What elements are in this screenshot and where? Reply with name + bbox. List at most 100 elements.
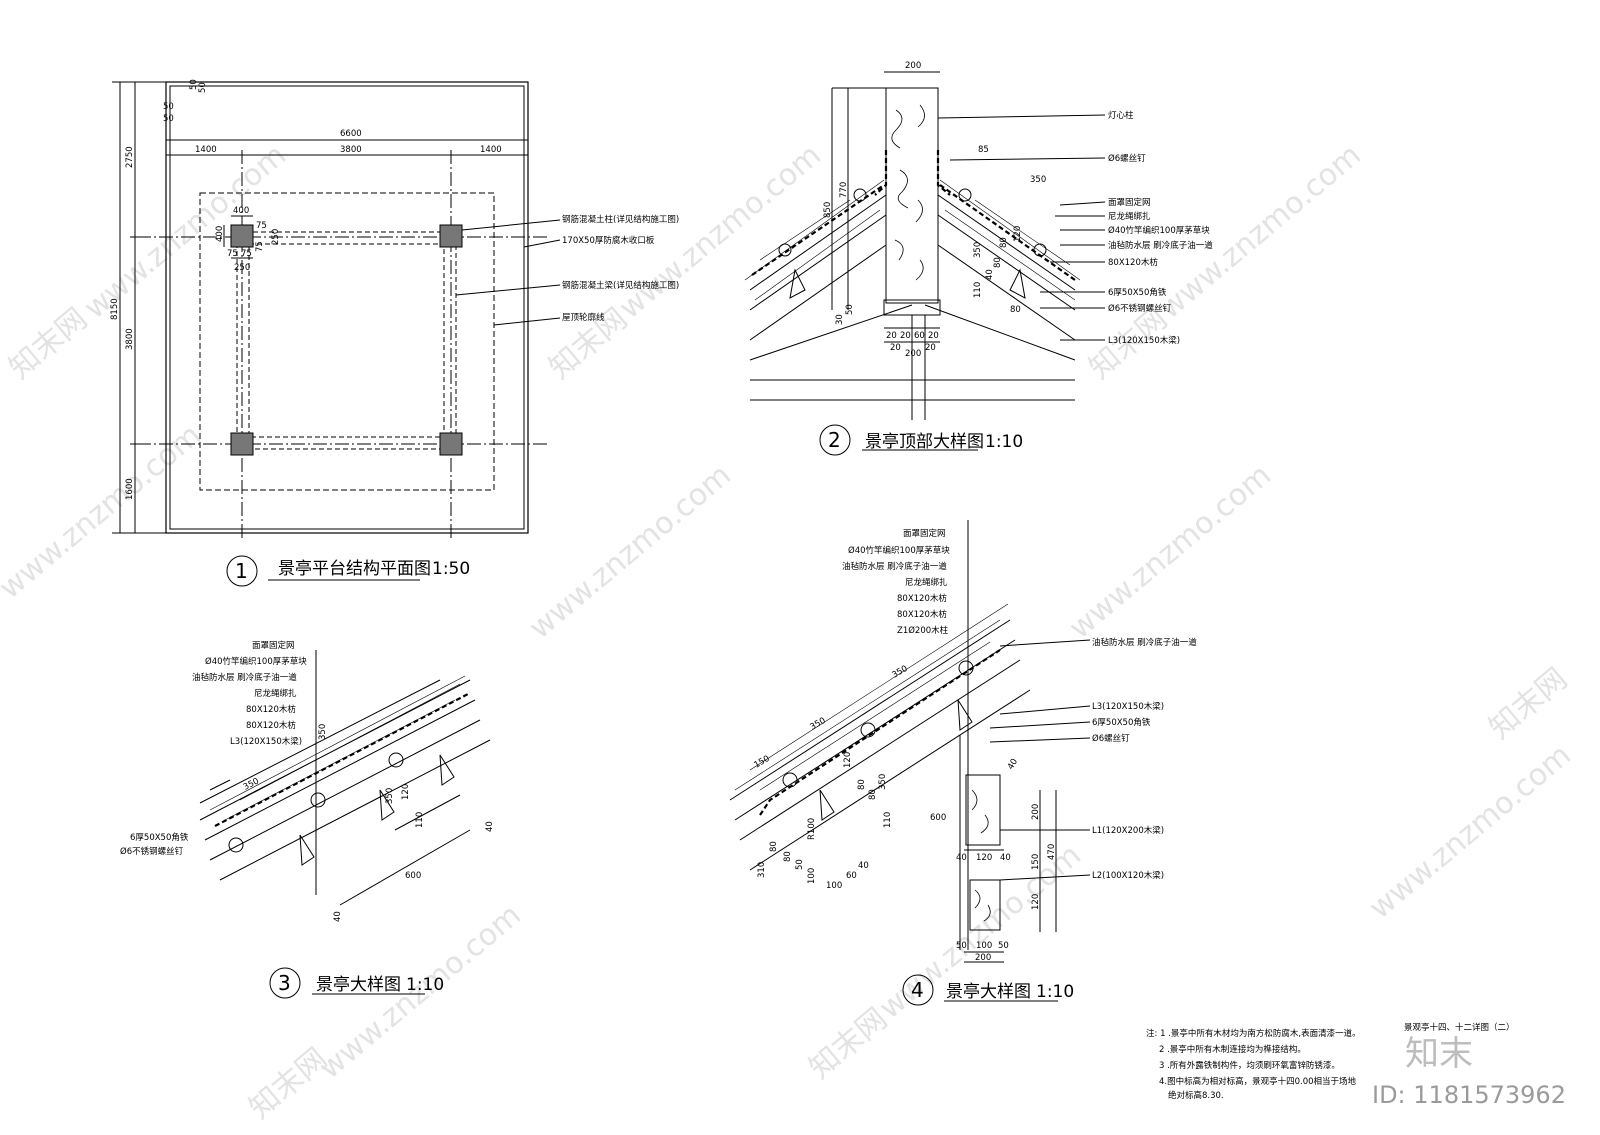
label: 尼龙绳绑扎	[905, 577, 948, 588]
dim-edge: 50	[163, 114, 174, 124]
drawing-4-joint	[729, 520, 1091, 1006]
drawing-title: 景亭大样图	[946, 982, 1031, 1002]
label: Ø6螺丝钉	[1108, 153, 1146, 164]
dim-350: 350	[1030, 175, 1046, 185]
label: 面罩固定网	[252, 640, 295, 651]
dim-50: 50	[998, 941, 1009, 951]
dim-left: 1400	[195, 145, 217, 155]
drawing-title: 景亭平台结构平面图	[278, 559, 431, 579]
dim-350: 350	[891, 664, 910, 681]
dim-350: 350	[318, 724, 328, 740]
label: 尼龙绳绑扎	[1108, 211, 1151, 222]
dim-200: 200	[905, 61, 921, 71]
drawing-number: 4	[911, 978, 924, 1002]
drawing-scale: 1:10	[1036, 982, 1074, 1002]
dim-40: 40	[985, 269, 995, 280]
label-beam: 钢筋混凝土梁(详见结构施工图)	[562, 280, 679, 291]
drawing-scale: 1:10	[406, 975, 444, 995]
label: L3(120X150木梁)	[230, 736, 302, 747]
dim-110: 110	[883, 812, 893, 828]
dim-200: 200	[975, 953, 991, 963]
watermark-text: www.znzmo.com	[78, 138, 293, 327]
watermark-text: www.znzmo.com	[1063, 458, 1278, 647]
dim-110: 110	[973, 282, 983, 298]
dim-100: 100	[826, 881, 842, 891]
dim-250: 250	[234, 263, 250, 273]
label: 6厚50X50角铁	[1108, 287, 1167, 298]
dim-120: 120	[976, 853, 992, 863]
label: 尼龙绳绑扎	[254, 688, 297, 699]
label: 油毡防水层 刷冷底子油一道	[1108, 240, 1213, 251]
dim-200: 200	[1031, 804, 1041, 820]
dim-80: 80	[993, 257, 1003, 268]
dim-top: 2750	[125, 146, 135, 168]
dim-30: 30	[835, 314, 845, 325]
note-line: 绝对标高8.30.	[1168, 1090, 1224, 1101]
label: 6厚50X50角铁	[1092, 717, 1151, 728]
drawing-2-texts: 200 200 85 350 850 770 350 80 120 80 110…	[823, 61, 1213, 452]
drawing-1-texts: 6600 1400 3800 1400 8150 2750 3800 1600 …	[110, 79, 679, 583]
label: 80X120木枋	[897, 593, 947, 604]
drawing-number: 2	[828, 428, 841, 452]
dim-mid: 3800	[340, 145, 362, 155]
dim-75: 75	[256, 221, 267, 231]
dim-80: 80	[999, 237, 1009, 248]
dim-110: 110	[415, 812, 425, 828]
label: 油毡防水层 刷冷底子油一道	[1092, 637, 1197, 648]
dim-470: 470	[1047, 844, 1057, 860]
dim-75: 75	[255, 241, 265, 252]
label: 灯心柱	[1108, 110, 1134, 121]
label: Ø6不锈钢螺丝钉	[120, 846, 184, 857]
dim-total-width: 6600	[340, 129, 362, 139]
label: L1(120X200木梁)	[1092, 825, 1164, 836]
dim-80: 80	[868, 789, 878, 800]
dim-770: 770	[839, 182, 849, 198]
dim-40: 40	[485, 821, 495, 832]
dim-60: 60	[846, 871, 857, 881]
dim-right: 1400	[480, 145, 502, 155]
label-column: 钢筋混凝土柱(详见结构施工图)	[562, 214, 679, 225]
label: L3(120X150木梁)	[1108, 335, 1180, 346]
dim-350: 350	[878, 774, 888, 790]
dim-40: 40	[1006, 757, 1020, 771]
dim-100: 100	[807, 868, 817, 884]
dim-85: 85	[978, 145, 989, 155]
dim-50: 50	[956, 941, 967, 951]
dim-40: 40	[858, 861, 869, 871]
label: Ø40竹竿编织100厚茅草块	[1108, 225, 1210, 236]
dim-120: 120	[1031, 894, 1041, 910]
dim-350: 350	[973, 242, 983, 258]
watermark-text: 知末网	[803, 1001, 894, 1086]
watermark-text: www.znzmo.com	[523, 458, 738, 647]
dim-bottom: 1600	[125, 478, 135, 500]
label: 80X120木枋	[1108, 257, 1158, 268]
dim-column: 400	[215, 226, 225, 242]
label: Ø40竹竿编织100厚茅草块	[205, 656, 307, 667]
watermark-text: www.znzmo.com	[1363, 738, 1578, 927]
dim-20: 20	[886, 331, 897, 341]
dim-75: 75	[227, 249, 238, 259]
dim-100: 100	[976, 941, 992, 951]
dim-edge: 50	[163, 102, 174, 112]
label: 油毡防水层 刷冷底子油一道	[842, 561, 947, 572]
notes-block: 注: 1 .景亭中所有木材均为南方松防腐木,表面清漆一道。 2 .景亭中所有木制…	[1146, 1022, 1515, 1101]
brand-logo: 知末	[1405, 1034, 1473, 1074]
label: L2(100X120木梁)	[1092, 870, 1164, 881]
dim-250: 250	[271, 229, 281, 245]
dim-80: 80	[769, 841, 779, 852]
dim-mid-height: 3800	[125, 328, 135, 350]
dim-20: 20	[928, 331, 939, 341]
drawing-number: 1	[235, 559, 248, 583]
drawing-1-plan	[112, 81, 561, 587]
drawing-title: 景亭大样图	[316, 975, 401, 995]
dim-600: 600	[930, 813, 946, 823]
dim-50: 50	[795, 859, 805, 870]
drawing-scale: 1:10	[985, 432, 1023, 452]
dim-20: 20	[900, 331, 911, 341]
label: 80X120木枋	[897, 609, 947, 620]
image-id: ID: 1181573962	[1372, 1081, 1566, 1109]
label: Ø6螺丝钉	[1092, 733, 1130, 744]
drawing-number: 3	[278, 971, 291, 995]
